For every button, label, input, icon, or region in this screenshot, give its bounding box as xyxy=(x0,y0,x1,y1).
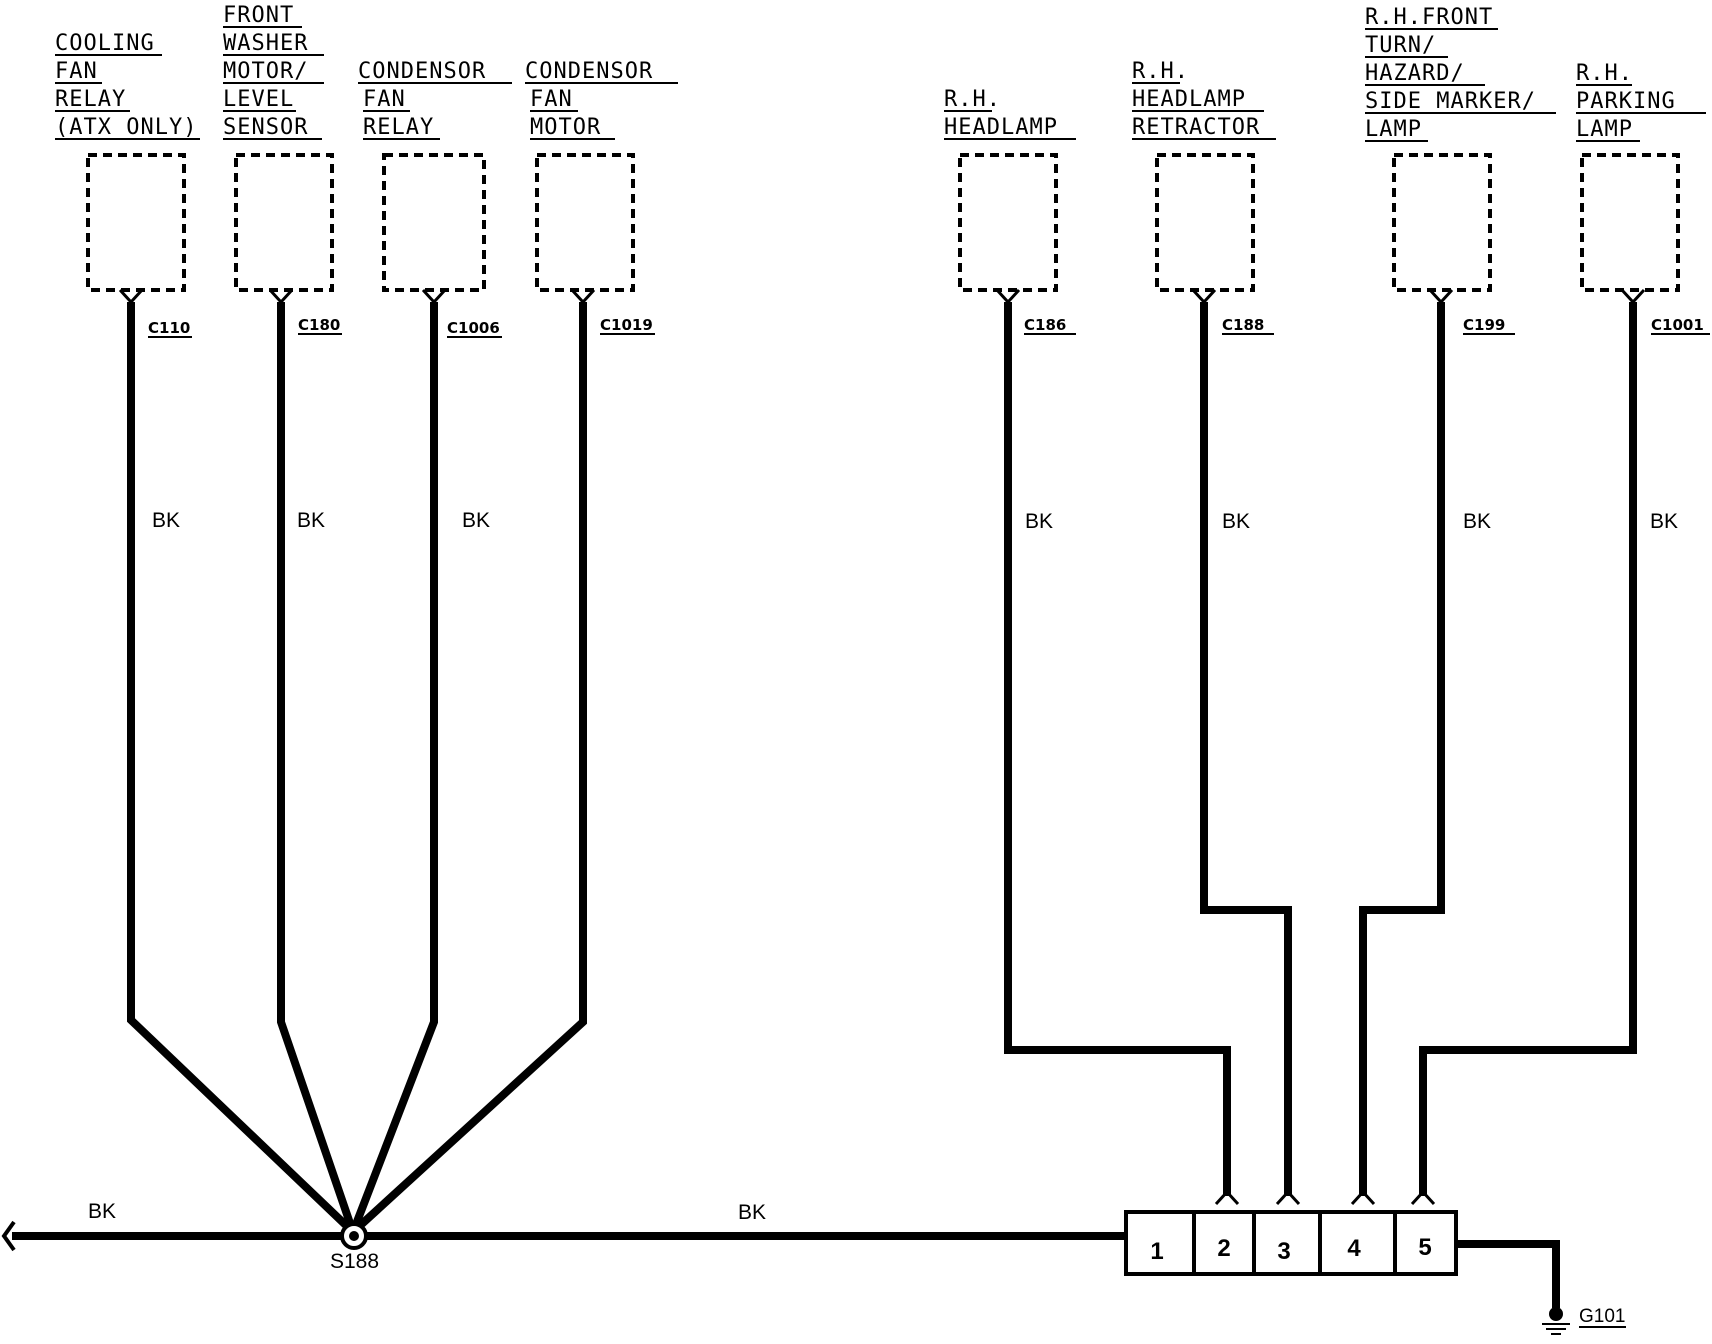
component-label-line: CONDENSOR xyxy=(525,59,653,84)
connector-symbol xyxy=(1191,288,1217,305)
component-condensor-fan-relay: CONDENSOR FAN RELAY C1006 BK xyxy=(358,59,512,532)
wire-color-label: BK xyxy=(1463,510,1491,533)
ground-g101: G101 xyxy=(1456,1240,1626,1335)
ground-label: G101 xyxy=(1579,1306,1625,1327)
connector-label: C186 xyxy=(1024,316,1066,334)
component-cooling-fan-relay: COOLING FAN RELAY (ATX ONLY) C110 BK xyxy=(55,31,200,532)
splice-dot xyxy=(349,1231,359,1241)
wire-color-label: BK xyxy=(462,509,490,532)
right-wires xyxy=(1004,302,1637,1196)
connector-label: C1001 xyxy=(1651,316,1704,334)
component-label-line: RETRACTOR xyxy=(1132,115,1260,140)
component-condensor-fan-motor: CONDENSOR FAN MOTOR C1019 xyxy=(525,59,678,335)
wire-c186 xyxy=(1004,302,1231,1196)
component-label-line: TURN/ xyxy=(1365,33,1436,58)
component-box xyxy=(86,153,186,292)
connector-label: C199 xyxy=(1463,316,1505,334)
wire-c1006 xyxy=(349,302,438,1234)
wire-c110 xyxy=(127,302,356,1235)
component-label-line: HEADLAMP xyxy=(944,115,1058,140)
splice-label: S188 xyxy=(330,1250,379,1273)
connector-symbol xyxy=(570,288,596,305)
splice-s188: S188 xyxy=(330,1222,379,1273)
ground-block-pin-5: 5 xyxy=(1418,1234,1431,1261)
component-label-line: FAN xyxy=(530,87,573,112)
connector-label: C1019 xyxy=(600,316,653,334)
component-front-washer-motor-level-sensor: FRONT WASHER MOTOR/ LEVEL SENSOR C180 BK xyxy=(223,3,342,532)
component-rh-front-turn-hazard-side-marker-lamp: R.H.FRONT TURN/ HAZARD/ SIDE MARKER/ LAM… xyxy=(1365,5,1556,533)
wire-c180 xyxy=(277,302,357,1234)
component-label-line: RELAY xyxy=(55,87,126,112)
component-box xyxy=(958,153,1058,292)
connector-symbol xyxy=(268,288,294,305)
ground-block-pin-1: 1 xyxy=(1150,1238,1163,1265)
component-box xyxy=(234,153,334,292)
component-label-line: LAMP xyxy=(1365,117,1422,142)
component-box xyxy=(535,153,635,292)
wire-color-label: BK xyxy=(88,1200,116,1223)
component-label-line: MOTOR/ xyxy=(223,59,308,84)
component-label-line: WASHER xyxy=(223,31,308,56)
component-label-line: SENSOR xyxy=(223,115,308,140)
component-label-line: FRONT xyxy=(223,3,294,28)
component-label-line: MOTOR xyxy=(530,115,601,140)
component-label-line: R.H.FRONT xyxy=(1365,5,1493,30)
ground-block: 1 2 3 4 5 xyxy=(1124,1210,1458,1276)
component-label-line: R.H. xyxy=(1576,61,1633,86)
component-rh-headlamp: R.H. HEADLAMP C186 BK xyxy=(944,87,1076,533)
ground-block-pin-3: 3 xyxy=(1277,1238,1290,1265)
ground-block-pin-4: 4 xyxy=(1347,1235,1361,1262)
connector-label: C110 xyxy=(148,319,190,337)
component-label-line: FAN xyxy=(363,87,406,112)
wire-c188 xyxy=(1200,302,1292,1196)
component-label-line: R.H. xyxy=(944,87,1001,112)
connector-label: C180 xyxy=(298,316,340,334)
pin-entry-symbols xyxy=(1214,1189,1436,1206)
wire-color-label: BK xyxy=(152,509,180,532)
wire-c1019 xyxy=(350,302,587,1235)
wire-c1001 xyxy=(1419,302,1637,1196)
component-label-line: R.H. xyxy=(1132,59,1189,84)
connector-symbol xyxy=(118,288,144,305)
component-label-line: HAZARD/ xyxy=(1365,61,1465,86)
wire-color-label: BK xyxy=(738,1201,766,1224)
component-label-line: LEVEL xyxy=(223,87,294,112)
left-wires xyxy=(127,302,587,1235)
component-label-line: RELAY xyxy=(363,115,434,140)
connector-label: C188 xyxy=(1222,316,1264,334)
wire-c199 xyxy=(1359,302,1445,1196)
wire-color-label: BK xyxy=(297,509,325,532)
component-label-line: FAN xyxy=(55,59,98,84)
component-label-line: SIDE MARKER/ xyxy=(1365,89,1536,114)
component-box xyxy=(382,153,486,292)
wire-color-label: BK xyxy=(1650,510,1678,533)
main-wire: BK BK xyxy=(1,1200,1126,1252)
connector-label: C1006 xyxy=(447,319,500,337)
component-label-line: HEADLAMP xyxy=(1132,87,1246,112)
wire-continuation-arrow xyxy=(1,1220,16,1252)
wire-color-label: BK xyxy=(1222,510,1250,533)
wire-to-ground xyxy=(1456,1240,1560,1308)
component-rh-headlamp-retractor: R.H. HEADLAMP RETRACTOR C188 BK xyxy=(1132,59,1276,533)
component-label-line: COOLING xyxy=(55,31,155,56)
ground-dot xyxy=(1549,1307,1563,1321)
wire-color-label: BK xyxy=(1025,510,1053,533)
component-box xyxy=(1580,153,1680,292)
ground-block-pin-2: 2 xyxy=(1217,1235,1230,1262)
component-rh-parking-lamp: R.H. PARKING LAMP C1001 BK xyxy=(1576,61,1710,533)
component-box xyxy=(1392,153,1492,292)
ground-block-frame xyxy=(1124,1210,1458,1276)
component-label-line: CONDENSOR xyxy=(358,59,486,84)
component-label-line: LAMP xyxy=(1576,117,1633,142)
component-box xyxy=(1155,153,1255,292)
component-label-line: (ATX ONLY) xyxy=(55,115,197,140)
connector-symbol xyxy=(1428,288,1454,305)
component-label-line: PARKING xyxy=(1576,89,1676,114)
